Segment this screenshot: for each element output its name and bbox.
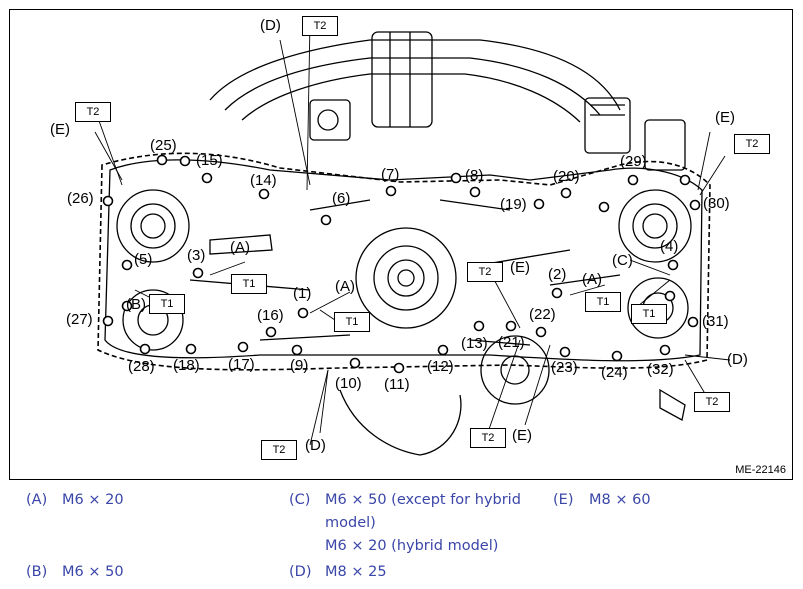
callout-7: (7)	[381, 166, 400, 183]
legend-value: M6 × 20 (hybrid model)	[325, 538, 499, 554]
engine-drawing	[94, 20, 731, 456]
callout-29: (29)	[620, 153, 647, 170]
callout-A-center: (A)	[335, 278, 355, 295]
bolt-markers	[102, 154, 701, 374]
callout-2: (2)	[548, 266, 567, 283]
legend-item-b: (B) M6 × 50	[26, 561, 124, 584]
callout-10: (10)	[335, 375, 362, 392]
legend-value: model)	[325, 515, 376, 531]
callout-E-left: (E)	[50, 121, 70, 138]
callout-21: (21)	[498, 334, 525, 351]
torque-box-t1-left: T1	[231, 274, 267, 294]
cam-sprocket-right	[618, 189, 692, 263]
callout-11: (11)	[384, 376, 410, 393]
callout-20: (20)	[553, 168, 580, 185]
torque-box-t2-bottom-right: T2	[694, 392, 730, 412]
callout-25: (25)	[150, 137, 177, 154]
legend-item-c-line2: model)	[325, 512, 376, 535]
legend-key: (B)	[26, 564, 48, 580]
legend-item-a: (A) M6 × 20	[26, 489, 124, 512]
callout-1: (1)	[293, 285, 312, 302]
callout-9: (9)	[290, 357, 309, 374]
callout-28: (28)	[128, 358, 155, 375]
callout-19: (19)	[500, 196, 527, 213]
leader-lines	[94, 20, 731, 446]
callout-4: (4)	[660, 238, 679, 255]
callout-D-bottom: (D)	[305, 437, 326, 454]
callout-22: (22)	[529, 306, 556, 323]
water-pump	[480, 335, 550, 405]
callout-5: (5)	[134, 251, 153, 268]
cam-sprocket-left	[116, 189, 190, 263]
legend-key: (C)	[289, 492, 311, 508]
callout-18: (18)	[173, 357, 200, 374]
torque-box-t2-bottom-center: T2	[470, 428, 506, 448]
figure-reference-code: ME-22146	[735, 464, 786, 476]
legend-item-e: (E) M8 × 60	[553, 489, 651, 512]
torque-box-t2-left: T2	[75, 102, 111, 122]
callout-8: (8)	[465, 167, 484, 184]
throttle-body	[371, 31, 433, 128]
sealant-line	[97, 152, 711, 371]
callout-E-center: (E)	[510, 259, 530, 276]
callout-26: (26)	[67, 190, 94, 207]
engine-diagram: (1) (2) (3) (4) (5) (6) (7) (8) (9) (10)…	[9, 9, 793, 480]
callout-E-bottom: (E)	[512, 427, 532, 444]
callout-D-right: (D)	[727, 351, 748, 368]
legend-value: M6 × 50	[62, 564, 124, 580]
legend-value: M8 × 60	[589, 492, 651, 508]
legend-item-c-line3: M6 × 20 (hybrid model)	[325, 535, 498, 558]
callout-D-top: (D)	[260, 17, 281, 34]
legend-key: (D)	[289, 564, 312, 580]
callout-C: (C)	[612, 252, 633, 269]
torque-box-t1-right: T1	[585, 292, 621, 312]
legend-key: (A)	[26, 492, 48, 508]
callout-13: (13)	[461, 335, 488, 352]
callout-16: (16)	[257, 307, 284, 324]
callout-15: (15)	[196, 152, 223, 169]
callout-12: (12)	[427, 358, 454, 375]
callout-A-left: (A)	[230, 239, 250, 256]
legend-value: M6 × 20	[62, 492, 124, 508]
torque-box-t2-bottom-left: T2	[261, 440, 297, 460]
torque-box-t1-center: T1	[334, 312, 370, 332]
torque-box-t2-top: T2	[302, 16, 338, 36]
legend-item-d: (D) M8 × 25	[289, 561, 387, 584]
legend-value: M6 × 50 (except for hybrid	[325, 492, 521, 508]
callout-B: (B)	[126, 296, 146, 313]
oil-filter	[584, 97, 631, 154]
callout-17: (17)	[228, 356, 255, 373]
callout-6: (6)	[332, 190, 351, 207]
callout-A-right: (A)	[582, 271, 602, 288]
torque-box-t2-center: T2	[467, 262, 503, 282]
torque-box-t2-right: T2	[734, 134, 770, 154]
oil-pan-lower	[339, 389, 462, 456]
legend-item-c: (C) M6 × 50 (except for hybrid	[289, 489, 521, 512]
legend-key: (E)	[553, 492, 574, 508]
callout-31: (31)	[702, 313, 729, 330]
torque-box-t1-lower-left: T1	[149, 294, 185, 314]
legend-value: M8 × 25	[325, 564, 387, 580]
callout-27: (27)	[66, 311, 93, 328]
callout-14: (14)	[250, 172, 277, 189]
crank-pulley	[355, 227, 457, 329]
callout-E-right: (E)	[715, 109, 735, 126]
intake-manifold-outline	[209, 39, 621, 111]
callout-30: (30)	[703, 195, 730, 212]
engine-block-outline	[104, 159, 703, 362]
callout-23: (23)	[551, 359, 578, 376]
callout-32: (32)	[647, 361, 674, 378]
bolt-size-legend: (A) M6 × 20 (B) M6 × 50 (C) M6 × 50 (except…	[0, 484, 803, 589]
callout-24: (24)	[601, 364, 628, 381]
callout-3: (3)	[187, 247, 206, 264]
torque-box-t1-far-right: T1	[631, 304, 667, 324]
